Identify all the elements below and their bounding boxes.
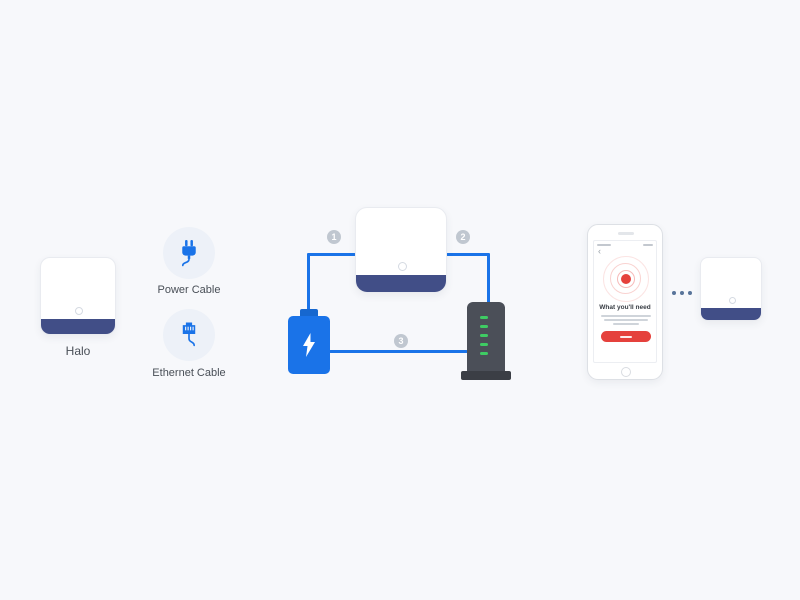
led-indicator — [398, 262, 407, 271]
halo-device-left — [40, 257, 116, 335]
halo-device-right — [700, 257, 762, 321]
device-base-band — [356, 275, 446, 292]
app-button-text-placeholder — [620, 335, 632, 338]
smartphone: ‹ What you'll need — [587, 224, 663, 380]
ethernet-plug-icon — [182, 322, 196, 347]
modem-led — [480, 316, 488, 319]
modem-led — [480, 325, 488, 328]
status-bar-carrier — [597, 244, 611, 246]
modem-base — [461, 371, 511, 380]
adapter-plug-cap — [300, 309, 318, 318]
power-to-modem-cable — [329, 350, 468, 353]
app-body-placeholder-line — [613, 323, 639, 325]
power-cable-label: Power Cable — [157, 284, 221, 296]
led-indicator — [729, 297, 736, 304]
device-base-band — [701, 308, 761, 320]
home-button — [621, 367, 631, 377]
step-1-badge: 1 — [327, 230, 341, 244]
app-primary-button — [601, 331, 651, 342]
lightning-icon — [303, 333, 315, 357]
power-plug-icon — [181, 240, 196, 267]
halo-to-modem-cable-horizontal — [446, 253, 490, 256]
continuation-dot — [672, 291, 676, 295]
back-icon: ‹ — [598, 246, 601, 256]
halo-dot-icon — [621, 274, 631, 284]
led-indicator — [75, 307, 83, 315]
power-cable-badge — [163, 227, 215, 279]
device-base-band — [41, 319, 115, 334]
power-adapter — [288, 316, 330, 374]
phone-screen: ‹ What you'll need — [593, 240, 657, 363]
app-heading: What you'll need — [599, 304, 651, 311]
continuation-dot — [688, 291, 692, 295]
step-2-badge: 2 — [456, 230, 470, 244]
modem — [467, 302, 505, 373]
phone-earpiece — [618, 232, 634, 235]
modem-led — [480, 334, 488, 337]
step-3-badge: 3 — [394, 334, 408, 348]
modem-led — [480, 352, 488, 355]
continuation-dot — [680, 291, 684, 295]
status-bar-battery — [643, 244, 653, 246]
ripple-graphic — [610, 263, 641, 294]
ethernet-cable-badge — [163, 309, 215, 361]
modem-led — [480, 343, 488, 346]
ethernet-cable-label: Ethernet Cable — [152, 367, 226, 379]
ripple-graphic — [617, 270, 635, 288]
halo-device-center — [355, 207, 447, 293]
power-to-halo-cable-vertical — [307, 253, 310, 318]
app-body-placeholder-line — [604, 319, 648, 321]
app-body-placeholder-line — [601, 315, 651, 317]
halo-to-modem-cable-vertical — [487, 253, 490, 305]
halo-label: Halo — [65, 344, 91, 358]
power-to-halo-cable-horizontal — [307, 253, 356, 256]
ripple-graphic — [603, 256, 649, 302]
